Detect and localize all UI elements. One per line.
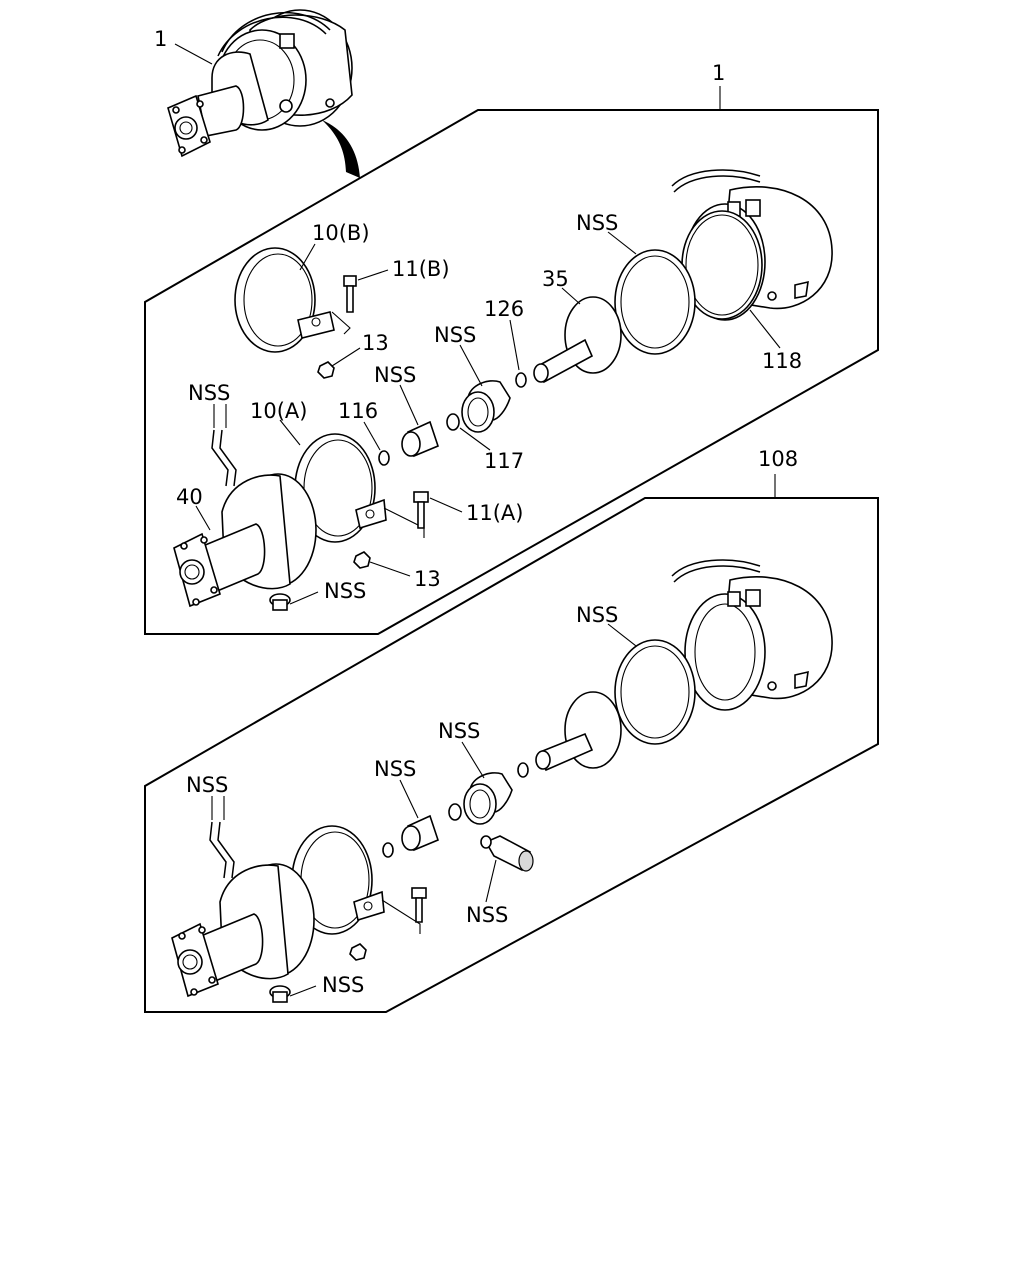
p2-ring-gasket <box>614 639 696 745</box>
label-p1-13b: 13 <box>362 331 389 355</box>
label-p2-nss-hose: NSS <box>186 773 228 797</box>
p1-washer-126 <box>515 372 527 388</box>
p1-housing-40 <box>173 473 317 608</box>
p1-boot <box>461 380 511 433</box>
label-p1-10a: 10(A) <box>250 399 307 423</box>
p2-housing <box>171 863 315 998</box>
label-p1-35: 35 <box>542 267 569 291</box>
label-p1-nss-ring: NSS <box>576 211 618 235</box>
p2-drum-housing <box>671 559 833 711</box>
p2-bolt <box>411 887 427 923</box>
label-p1-11a: 11(A) <box>466 501 523 525</box>
p2-small-washer <box>382 842 394 858</box>
label-p1-nss-boot: NSS <box>434 323 476 347</box>
p2-nut <box>349 943 367 961</box>
label-p2-nss-ring: NSS <box>576 603 618 627</box>
label-p1-118: 118 <box>762 349 802 373</box>
p1-bolt-11a <box>413 491 429 529</box>
p2-oring <box>448 803 462 821</box>
label-p1-nss-hose: NSS <box>188 381 230 405</box>
p2-bushing <box>401 814 439 852</box>
label-p2-nss-boot: NSS <box>438 719 480 743</box>
label-p1-11b: 11(B) <box>392 257 450 281</box>
p1-bushing <box>401 420 439 458</box>
label-p1-40: 40 <box>176 485 203 509</box>
p2-washer <box>517 762 529 778</box>
label-p2-nss-sensor: NSS <box>466 903 508 927</box>
p1-ring-gasket <box>614 249 696 355</box>
label-p1-126: 126 <box>484 297 524 321</box>
label-p1-117: 117 <box>484 449 524 473</box>
label-assembly-panel-1: 1 <box>712 61 725 85</box>
p1-clamp-b <box>234 247 351 353</box>
p1-washer-116 <box>378 450 390 466</box>
p1-plate-35 <box>533 296 622 384</box>
label-assembly-panel-2: 108 <box>758 447 798 471</box>
p2-flange-bolt <box>269 985 291 1003</box>
label-p1-13a: 13 <box>414 567 441 591</box>
p2-sensor <box>480 835 534 872</box>
p1-nut-13b <box>317 361 335 379</box>
p1-hose <box>211 429 229 487</box>
label-p1-116: 116 <box>338 399 378 423</box>
p2-plate <box>535 691 622 772</box>
label-p2-nss-bush: NSS <box>374 757 416 781</box>
assembled-unit-top <box>167 9 360 178</box>
p1-nut-13a <box>353 551 371 569</box>
p1-flange-bolt <box>269 593 291 611</box>
panel-2-frame <box>144 497 879 1013</box>
label-p2-nss-bolt: NSS <box>322 973 364 997</box>
label-p1-10b: 10(B) <box>312 221 370 245</box>
panel-1-frame <box>144 109 879 635</box>
p2-boot <box>463 772 513 825</box>
p2-hose <box>209 821 227 879</box>
label-assembly-top: 1 <box>154 27 167 51</box>
p1-oring-117 <box>446 413 460 431</box>
p1-bolt-11b <box>343 275 357 313</box>
label-p1-nss-bolt: NSS <box>324 579 366 603</box>
label-p1-nss-bush: NSS <box>374 363 416 387</box>
